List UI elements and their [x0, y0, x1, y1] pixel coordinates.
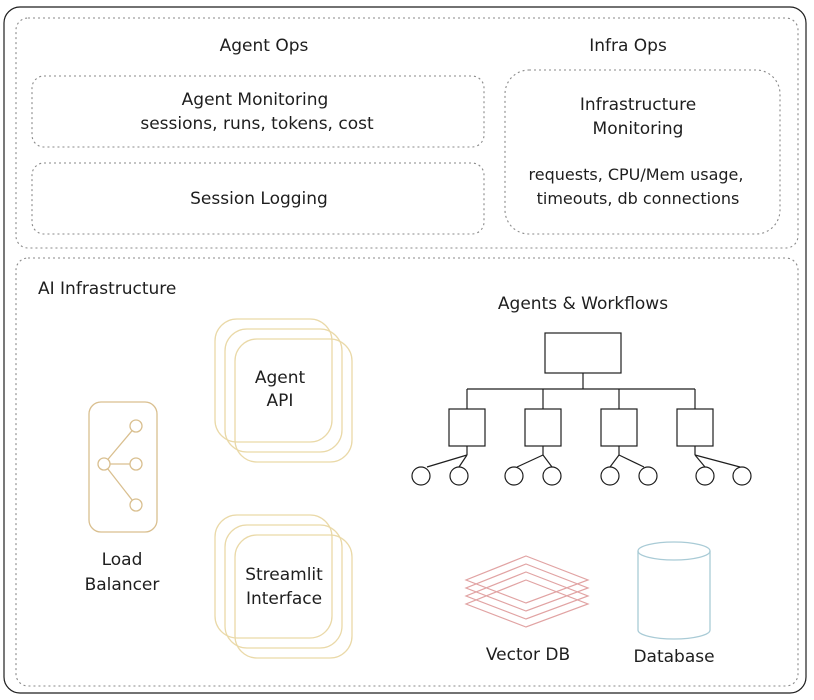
database-icon: [637, 541, 711, 640]
workflow-tree: [411, 332, 752, 486]
workflow-node: [600, 408, 638, 447]
streamlit-label-1: Streamlit: [245, 565, 323, 585]
agent-api-label-2: API: [267, 391, 294, 411]
workflow-leaf: [504, 466, 524, 486]
agent-ops-title: Agent Ops: [220, 36, 309, 56]
infra-panel: [15, 257, 799, 687]
agent-api-stack: [214, 318, 353, 463]
load-balancer-label-1: Load: [102, 550, 143, 570]
vector-db-icon: [464, 555, 590, 628]
infra-ops-title: Infra Ops: [589, 36, 667, 56]
load-balancer-icon: [88, 401, 158, 533]
workflow-leaf: [600, 466, 620, 486]
session-logging-label: Session Logging: [190, 189, 328, 209]
workflow-root-node: [544, 332, 622, 374]
workflow-leaf: [732, 466, 752, 486]
agent-api-label-1: Agent: [255, 368, 306, 388]
workflow-leaf: [449, 466, 469, 486]
workflow-node: [524, 408, 562, 447]
load-balancer-label-2: Balancer: [85, 575, 160, 595]
agents-workflows-title: Agents & Workflows: [498, 294, 668, 314]
infra-monitoring-title-1: Infrastructure: [580, 95, 696, 115]
workflow-leaf: [542, 466, 562, 486]
session-logging-box: [31, 162, 485, 235]
ops-panel: [15, 17, 799, 249]
workflow-leaf: [695, 466, 715, 486]
workflow-node: [676, 408, 714, 447]
infra-monitoring-detail-1: requests, CPU/Mem usage,: [529, 165, 744, 184]
infra-monitoring-box: [504, 69, 781, 235]
streamlit-label-2: Interface: [246, 589, 322, 609]
infra-monitoring-detail-2: timeouts, db connections: [537, 189, 740, 208]
workflow-node: [448, 408, 486, 447]
agent-monitoring-detail: sessions, runs, tokens, cost: [140, 114, 374, 134]
outer-frame: [3, 6, 807, 694]
infra-monitoring-title-2: Monitoring: [593, 119, 684, 139]
workflow-leaf: [411, 466, 431, 486]
vector-db-label: Vector DB: [486, 645, 570, 665]
streamlit-interface-stack: [214, 514, 353, 659]
workflow-leaf: [638, 466, 658, 486]
database-label: Database: [633, 647, 714, 667]
agent-monitoring-title: Agent Monitoring: [182, 90, 329, 110]
agent-monitoring-box: [31, 75, 485, 148]
infra-title: AI Infrastructure: [38, 279, 176, 299]
